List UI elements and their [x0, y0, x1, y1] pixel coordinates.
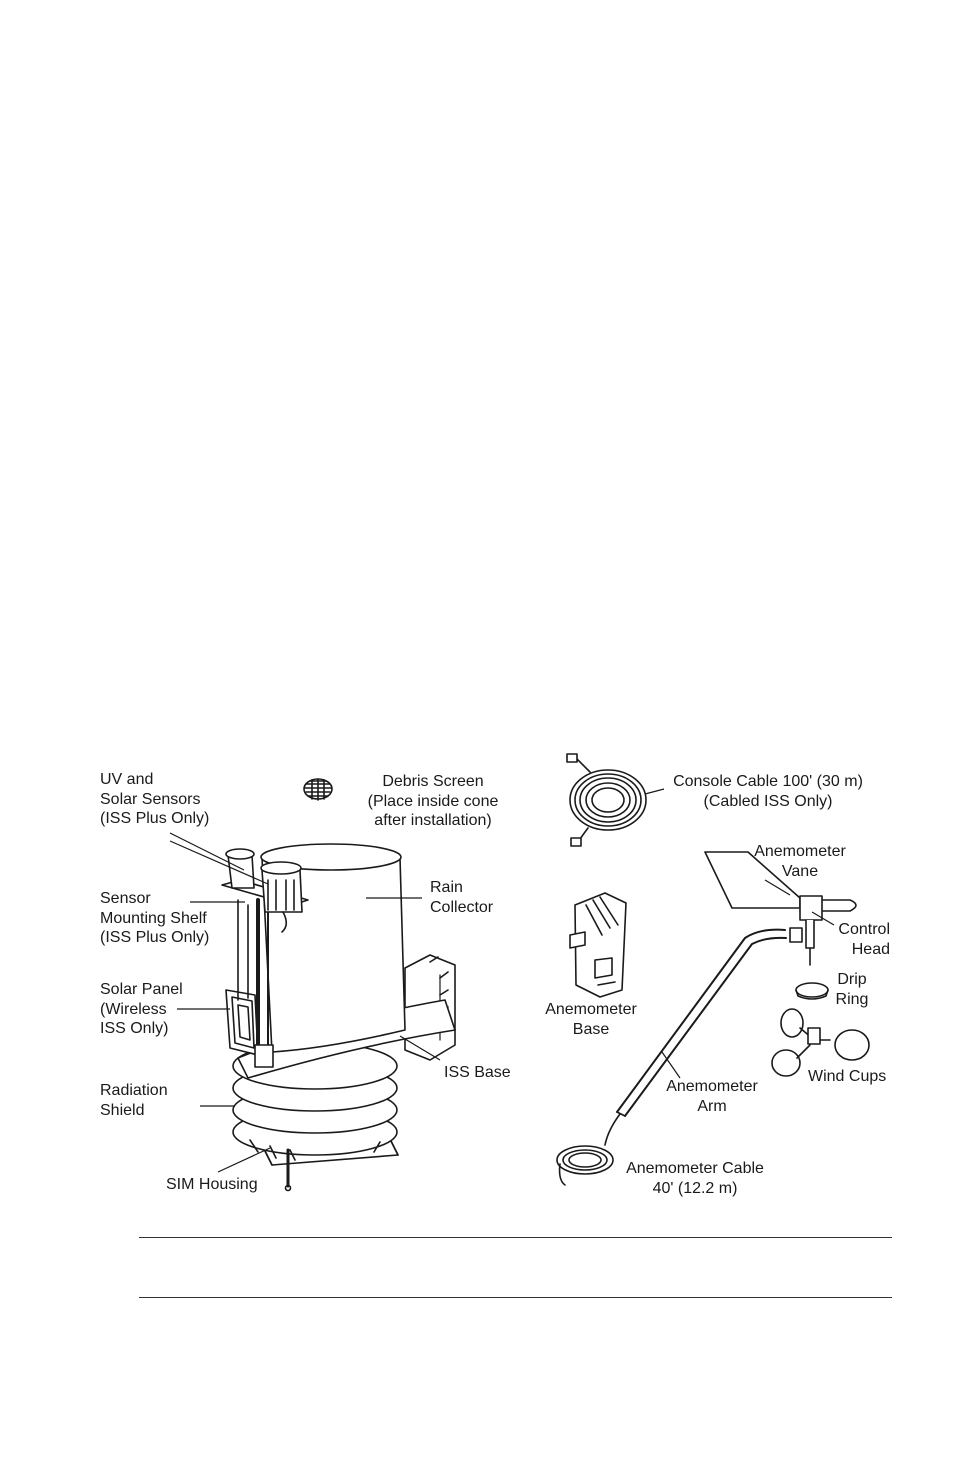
radiation-shield-illustration — [232, 1042, 399, 1192]
label-console-cable: Console Cable 100' (30 m) (Cabled ISS On… — [673, 773, 863, 810]
anemometer-arm-illustration — [556, 928, 787, 1186]
label-rain-collector: Rain Collector — [430, 879, 494, 916]
leader-solar-sensor — [169, 840, 269, 885]
label-drip-ring: Drip Ring — [835, 971, 869, 1008]
label-control-head: Control Head — [838, 921, 890, 958]
anemometer-base-illustration — [569, 892, 627, 998]
label-anemometer-cable: Anemometer Cable 40' (12.2 m) — [626, 1160, 764, 1197]
leader-console-cable — [644, 788, 665, 795]
leader-control-head — [811, 911, 835, 926]
leader-sim-housing — [217, 1147, 271, 1173]
label-radiation-shield: Radiation Shield — [100, 1082, 168, 1119]
label-uv-solar-sensors: UV and Solar Sensors (ISS Plus Only) — [100, 771, 210, 827]
console-cable-illustration — [566, 753, 647, 847]
divider-top — [139, 1237, 892, 1238]
divider-bottom — [139, 1297, 892, 1298]
leader-iss-base — [399, 1035, 441, 1061]
label-wind-cups: Wind Cups — [808, 1068, 887, 1085]
label-anemometer-arm: Anemometer Arm — [666, 1078, 758, 1115]
drip-ring-illustration — [795, 982, 829, 1000]
label-iss-base: ISS Base — [444, 1064, 511, 1081]
anemometer-vane-illustration — [704, 851, 857, 966]
label-sim-housing: SIM Housing — [166, 1176, 258, 1193]
label-sensor-mounting-shelf: Sensor Mounting Shelf (ISS Plus Only) — [100, 890, 210, 946]
wind-cups-illustration — [771, 1008, 870, 1077]
label-solar-panel: Solar Panel (Wireless ISS Only) — [100, 981, 183, 1037]
debris-screen-illustration — [303, 778, 333, 801]
leader-anemometer-arm — [661, 1051, 681, 1079]
sensor-shelf-illustration — [221, 848, 309, 1068]
solar-panel-illustration — [225, 989, 259, 1056]
label-anemometer-vane: Anemometer Vane — [754, 843, 846, 880]
leader-uv-sensor — [169, 832, 245, 871]
leader-anemometer-vane — [764, 879, 791, 896]
label-debris-screen: Debris Screen (Place inside cone after i… — [367, 773, 499, 829]
label-anemometer-base: Anemometer Base — [545, 1001, 637, 1038]
